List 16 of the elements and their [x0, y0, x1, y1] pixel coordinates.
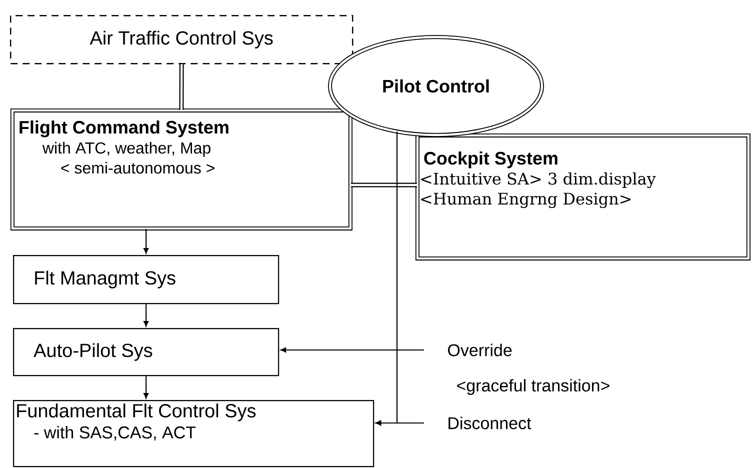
arrow	[376, 420, 424, 426]
system-box: Flight Command System with ATC, weather, Map < semi-autonomous >	[10, 108, 352, 230]
signal-label: Disconnect	[448, 416, 532, 430]
connector	[350, 182, 417, 188]
arrow	[144, 228, 149, 254]
arrow	[280, 347, 424, 353]
system-box: Air Traffic Control Sys	[10, 15, 354, 64]
signal-label: Override	[448, 344, 512, 356]
system-box: Cockpit System <Intuitive SA> 3 dim.display <Human Engrng Design>	[415, 133, 750, 260]
arrow	[144, 376, 149, 399]
note-text: <graceful transition>	[457, 379, 610, 395]
system-box: Flt Managmt Sys	[13, 255, 280, 304]
system-box: Auto-Pilot Sys	[13, 328, 280, 376]
connector	[179, 64, 184, 110]
arrow	[144, 304, 149, 327]
system-box: Fundamental Flt Control Sys - with SAS,CAS, ACT	[13, 400, 374, 468]
